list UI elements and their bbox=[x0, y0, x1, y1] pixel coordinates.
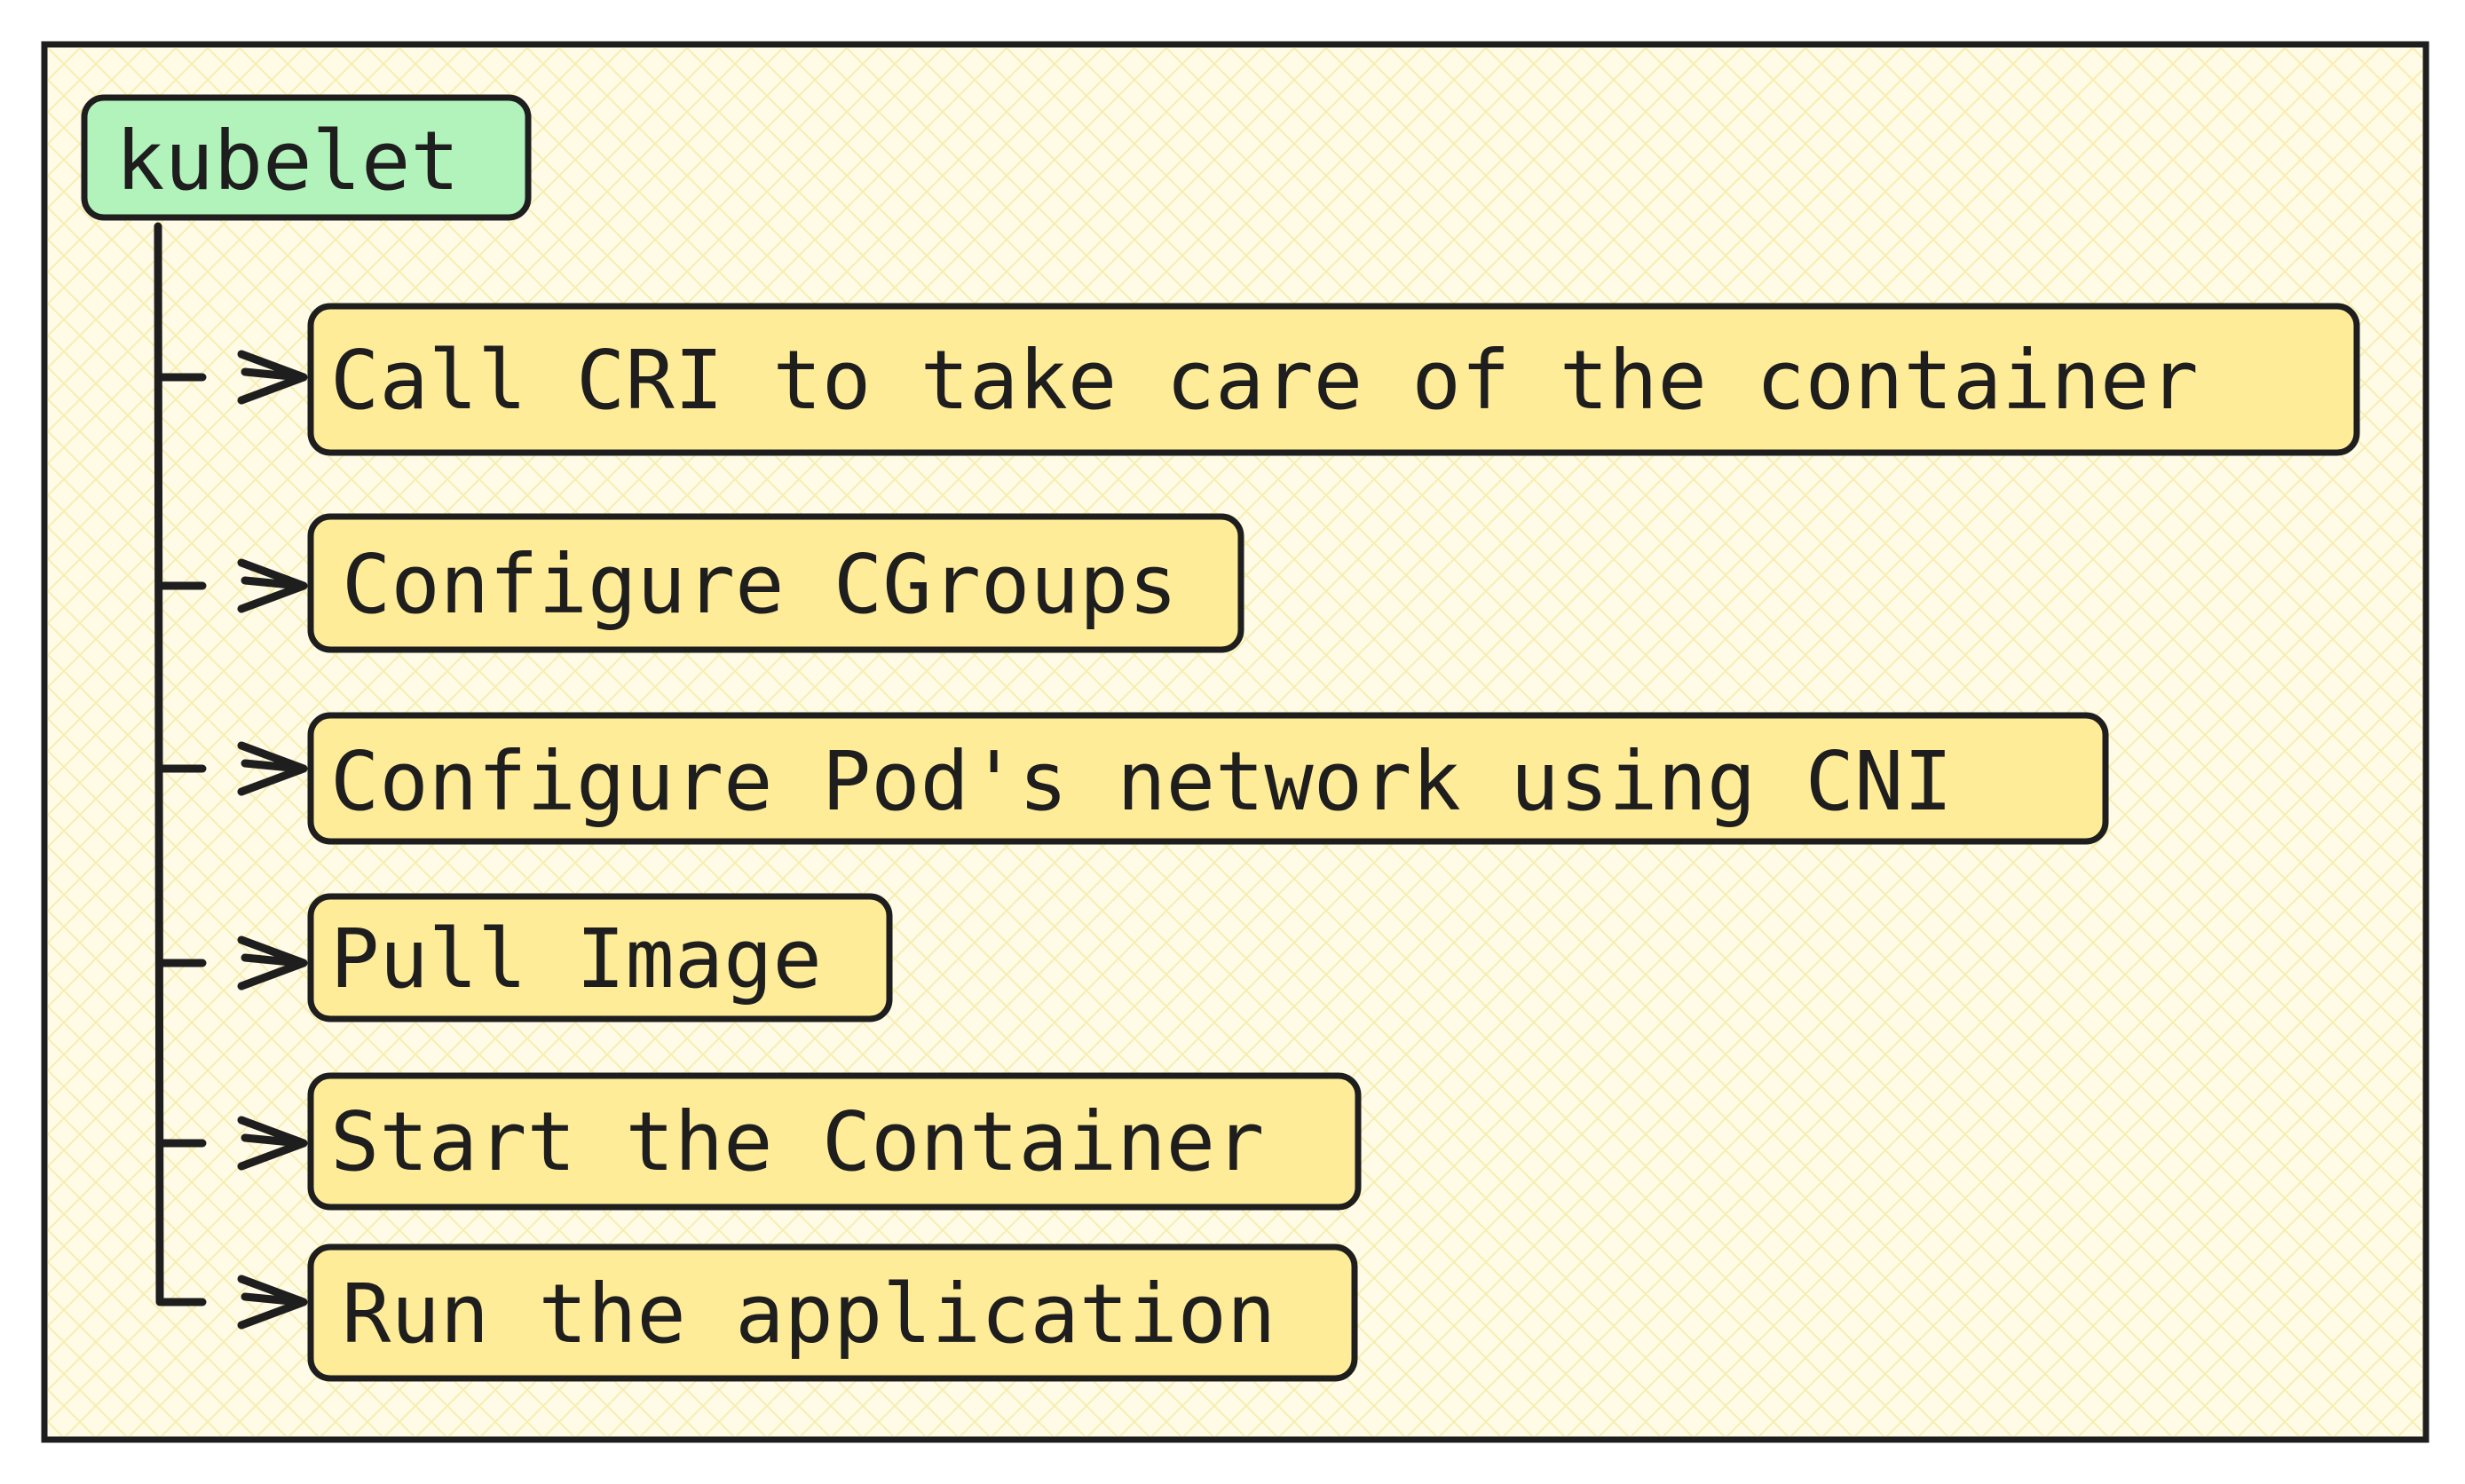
arrowhead-icon bbox=[237, 350, 308, 405]
tree-trunk-line bbox=[154, 222, 164, 1305]
step-node-box bbox=[307, 893, 893, 1022]
step-node-label: Configure CGroups bbox=[342, 537, 1178, 632]
step-node-4: Pull Image bbox=[155, 893, 893, 1022]
arrowhead-icon bbox=[237, 935, 308, 991]
step-node-box bbox=[307, 712, 2109, 845]
frame-border bbox=[41, 41, 2429, 1443]
arrowhead-icon bbox=[237, 1275, 308, 1330]
step-node-1: Call CRI to take care of the container bbox=[155, 303, 2360, 456]
step-node-box bbox=[307, 513, 1244, 653]
step-node-label: Call CRI to take care of the container bbox=[330, 333, 2199, 428]
step-node-box bbox=[307, 1072, 1362, 1211]
step-node-label: Pull Image bbox=[330, 912, 822, 1006]
step-node-2: Configure CGroups bbox=[155, 513, 1244, 653]
step-node-label: Start the Container bbox=[330, 1094, 1264, 1189]
arrowhead-icon bbox=[237, 558, 308, 613]
arrowhead-icon bbox=[237, 1116, 308, 1171]
step-node-box bbox=[307, 303, 2360, 456]
step-node-label: Run the application bbox=[342, 1267, 1276, 1362]
step-list: Call CRI to take care of the containerCo… bbox=[155, 303, 2360, 1382]
step-node-6: Run the application bbox=[155, 1243, 1358, 1382]
step-node-label: Configure Pod's network using CNI bbox=[330, 734, 1953, 829]
step-node-3: Configure Pod's network using CNI bbox=[155, 712, 2109, 845]
root-node-kubelet: kubelet bbox=[81, 94, 532, 221]
root-node-label: kubelet bbox=[115, 114, 460, 209]
step-node-5: Start the Container bbox=[155, 1072, 1362, 1211]
root-node-box bbox=[81, 94, 532, 221]
arrowhead-icon bbox=[237, 741, 308, 796]
step-node-box bbox=[307, 1243, 1358, 1382]
